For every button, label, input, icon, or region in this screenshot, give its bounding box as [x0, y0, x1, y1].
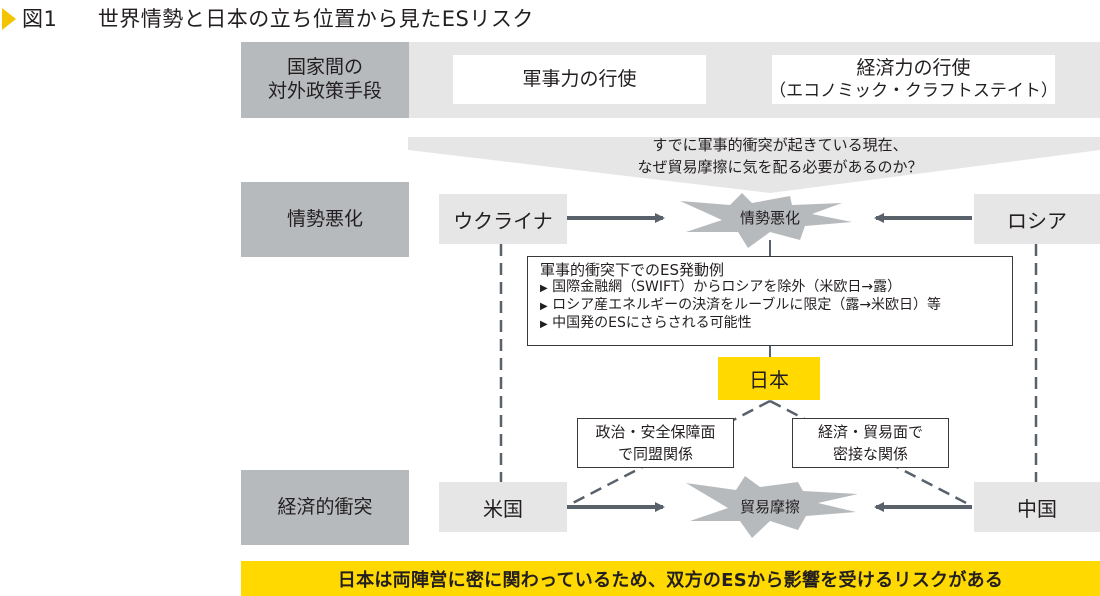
es-example-text: 国際金融網（SWIFT）からロシアを除外（米欧日→露） [552, 279, 902, 295]
china-label: 中国 [1017, 496, 1057, 521]
economic-power-box: 経済力の行使 （エコノミック・クラフトステイト） [769, 55, 1058, 104]
figure-title: 図1 世界情勢と日本の立ち位置から見たESリスク [22, 3, 534, 33]
conclusion-banner: 日本は両陣営に密に関わっているため、双方のESから影響を受けるリスクがある [241, 561, 1100, 596]
trade-friction-burst-icon [686, 476, 858, 538]
bullet-icon: ▶ [540, 301, 548, 312]
us-box: 米国 [439, 482, 567, 532]
conclusion-text: 日本は両陣営に密に関わっているため、双方のESから影響を受けるリスクがある [337, 569, 1004, 591]
es-example-item: ▶ 国際金融網（SWIFT）からロシアを除外（米欧日→露） [540, 279, 941, 297]
question-text: すでに軍事的衝突が起きている現在、 なぜ貿易摩擦に気を配る必要があるのか？ [560, 134, 1000, 178]
burst-text: 貿易摩擦 [739, 497, 800, 516]
military-power-box: 軍事力の行使 [453, 55, 706, 104]
ukraine-box: ウクライナ [439, 194, 567, 244]
figure-title-text: 世界情勢と日本の立ち位置から見たESリスク [97, 7, 534, 31]
relation-line: 政治・安全保障面 [595, 423, 716, 441]
japan-label: 日本 [749, 368, 789, 392]
es-examples-box [527, 256, 1013, 346]
russia-label: ロシア [1007, 208, 1067, 233]
row-header-label: 経済的衝突 [277, 495, 373, 518]
relation-line: で同盟関係 [617, 445, 693, 463]
military-power-label: 軍事力の行使 [522, 67, 637, 90]
us-label: 米国 [483, 496, 523, 521]
es-example-text: ロシア産エネルギーの決済をルーブルに限定（露→米欧日）等 [552, 297, 942, 313]
security-alliance-box: 政治・安全保障面 で同盟関係 [577, 418, 734, 468]
question-line: なぜ貿易摩擦に気を配る必要があるのか？ [637, 158, 923, 176]
deterioration-burst-label: 情勢悪化 [700, 205, 840, 229]
row-header-policy-means: 国家間の 対外政策手段 [241, 42, 409, 118]
burst-text: 情勢悪化 [739, 208, 800, 227]
economic-ties-box: 経済・貿易面で 密接な関係 [792, 418, 949, 468]
title-marker-icon [2, 8, 16, 30]
row-header-economic-conflict: 経済的衝突 [241, 470, 409, 545]
relation-line: 経済・貿易面で [817, 423, 923, 441]
question-funnel [408, 137, 1100, 193]
deterioration-burst-icon [680, 193, 852, 248]
es-example-item: ▶ 中国発のESにさらされる可能性 [540, 315, 941, 333]
relation-line: 密接な関係 [832, 445, 908, 463]
economic-statecraft-label: （エコノミック・クラフトステイト） [769, 80, 1058, 101]
bullet-icon: ▶ [540, 319, 548, 330]
es-examples-heading: 軍事的衝突下でのES発動例 [540, 261, 725, 279]
row-header-line: 国家間の [286, 56, 363, 79]
row-header-deterioration: 情勢悪化 [241, 182, 409, 257]
row-header-label: 情勢悪化 [286, 207, 363, 230]
figure-number: 図1 [22, 7, 58, 31]
ukraine-label: ウクライナ [453, 208, 553, 233]
economic-power-label: 経済力の行使 [856, 57, 971, 79]
row-header-line: 対外政策手段 [267, 80, 382, 102]
es-examples-content: 軍事的衝突下でのES発動例 ▶ 国際金融網（SWIFT）からロシアを除外（米欧日… [540, 262, 941, 333]
question-line: すでに軍事的衝突が起きている現在、 [652, 136, 908, 154]
es-example-text: 中国発のESにさらされる可能性 [552, 315, 752, 331]
es-example-item: ▶ ロシア産エネルギーの決済をルーブルに限定（露→米欧日）等 [540, 297, 941, 315]
bullet-icon: ▶ [540, 283, 548, 294]
russia-box: ロシア [974, 194, 1100, 244]
china-box: 中国 [974, 482, 1100, 532]
japan-box: 日本 [718, 357, 820, 400]
trade-friction-burst-label: 貿易摩擦 [700, 494, 840, 518]
